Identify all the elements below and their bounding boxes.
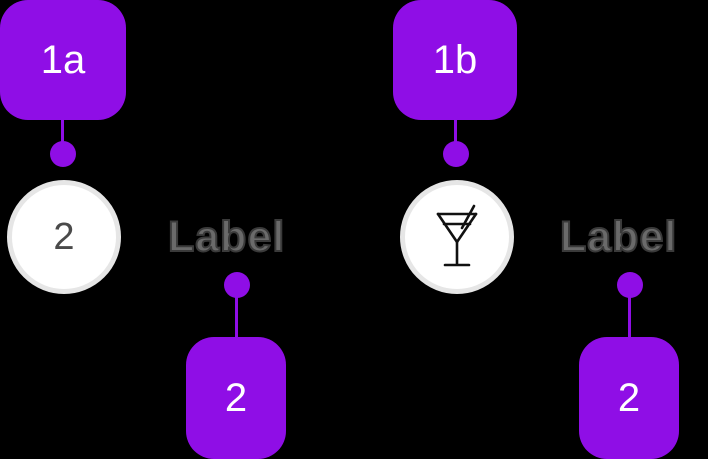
callout-1a-anchor-dot — [50, 141, 76, 167]
callout-1b-anchor-dot — [443, 141, 469, 167]
callout-2-right-text: 2 — [617, 375, 641, 420]
callout-1a: 1a — [0, 0, 126, 120]
icon-marker — [400, 180, 514, 294]
marker-number: 2 — [53, 215, 75, 258]
callout-1a-connector — [61, 118, 64, 150]
callout-1b-connector — [454, 118, 457, 150]
callout-2-left-text: 2 — [224, 375, 248, 420]
callout-1b-text: 1b — [432, 37, 478, 82]
numbered-marker: 2 — [7, 180, 121, 294]
callout-2-left-connector — [235, 290, 238, 340]
callout-2-right-connector — [628, 290, 631, 340]
callout-1b: 1b — [393, 0, 517, 120]
callout-1a-text: 1a — [40, 37, 86, 82]
marker-label-left: Label — [167, 213, 286, 261]
callout-2-left: 2 — [186, 337, 286, 459]
callout-2-right: 2 — [579, 337, 679, 459]
cocktail-glass-icon — [436, 204, 478, 267]
marker-label-right: Label — [559, 213, 678, 261]
